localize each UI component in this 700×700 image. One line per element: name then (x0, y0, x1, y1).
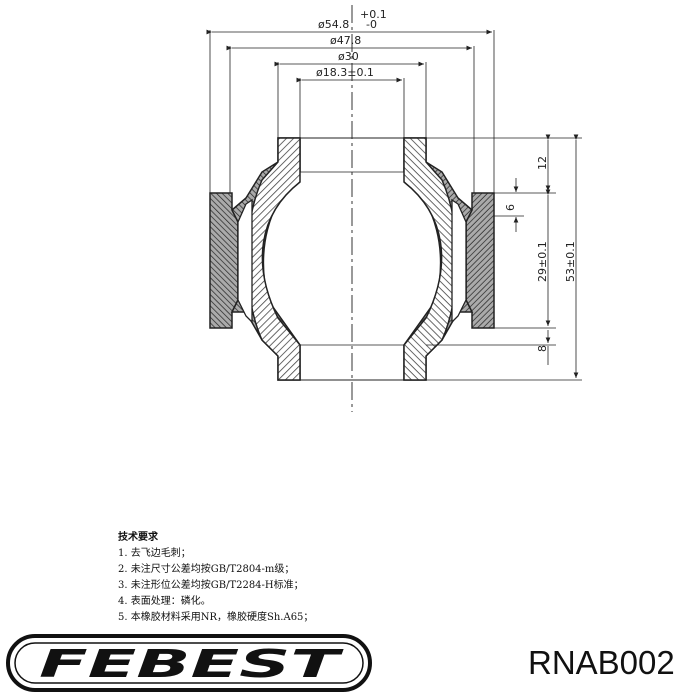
brand-name: FEBEST (39, 642, 345, 686)
notes-item: 3. 未注形位公差均按GB/T2284-H标准； (118, 580, 304, 591)
dim-sleeve-diameter: ø30 (338, 50, 359, 63)
technical-requirements: 技术要求 1. 去飞边毛刺； 2. 未注尺寸公差均按GB/T2804-m级； 3… (118, 530, 313, 626)
technical-drawing: ø54.8 +0.1 -0 ø47.8 ø30 ø18.3±0.1 12 6 2… (206, 5, 582, 412)
dim-outer-tolerance-upper: +0.1 (360, 8, 387, 21)
part-number: RNAB002 (528, 644, 675, 681)
diameter-dimensions (206, 29, 495, 193)
dim-height-top: 12 (536, 156, 549, 170)
notes-title: 技术要求 (118, 532, 158, 543)
notes-item: 5. 本橡胶材料采用NR，橡胶硬度Sh.A65； (118, 612, 314, 623)
febest-logo: FEBEST (6, 634, 372, 692)
dim-inner-height: 29±0.1 (536, 241, 549, 282)
dim-outer-tolerance-lower: -0 (366, 18, 377, 31)
dim-bore-diameter: ø18.3±0.1 (316, 66, 374, 79)
dim-flange-diameter: ø47.8 (330, 34, 361, 47)
right-section (403, 137, 495, 381)
height-dimensions (426, 134, 582, 381)
dim-outer-diameter: ø54.8 (318, 18, 349, 31)
left-section (209, 137, 301, 381)
dim-total-height: 53±0.1 (564, 241, 577, 282)
notes-item: 1. 去飞边毛刺； (118, 548, 191, 559)
notes-item: 2. 未注尺寸公差均按GB/T2804-m级； (118, 564, 295, 575)
notes-item: 4. 表面处理：磷化。 (118, 596, 211, 607)
dim-height-bottom: 8 (536, 345, 549, 352)
dim-step-height: 6 (504, 204, 517, 211)
